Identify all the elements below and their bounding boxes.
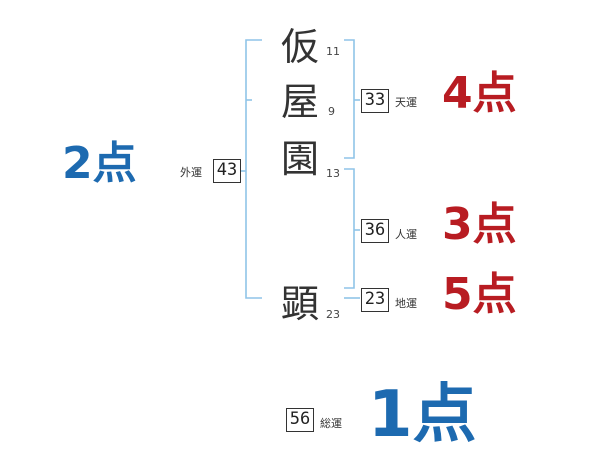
tenun-bracket xyxy=(344,39,355,159)
chiun-score: 5点 xyxy=(442,269,517,320)
name-char-3: 園 xyxy=(281,137,320,181)
tenun-label: 天運 xyxy=(395,96,417,109)
jinun-value-box: 36 xyxy=(361,219,389,243)
stroke-count-4: 23 xyxy=(326,308,340,321)
souun-value-box: 56 xyxy=(286,408,314,432)
name-char-4: 顕 xyxy=(281,282,320,326)
name-char-2: 屋 xyxy=(281,80,320,124)
gaiun-label: 外運 xyxy=(180,166,202,179)
jinun-label: 人運 xyxy=(395,228,417,241)
chiun-value-box: 23 xyxy=(361,288,389,312)
tenun-score: 4点 xyxy=(442,68,517,119)
souun-score: 1点 xyxy=(368,378,477,452)
stroke-count-2: 9 xyxy=(328,105,335,118)
gaiun-value-box: 43 xyxy=(213,159,241,183)
souun-label: 総運 xyxy=(320,417,342,430)
stroke-count-1: 11 xyxy=(326,45,340,58)
name-char-1: 仮 xyxy=(281,25,320,69)
jinun-score: 3点 xyxy=(442,199,517,250)
chiun-label: 地運 xyxy=(395,297,417,310)
gaiun-bracket xyxy=(245,39,262,299)
stroke-count-3: 13 xyxy=(326,167,340,180)
gaiun-score: 2点 xyxy=(62,138,137,189)
jinun-bracket xyxy=(344,168,355,289)
tenun-value-box: 33 xyxy=(361,89,389,113)
